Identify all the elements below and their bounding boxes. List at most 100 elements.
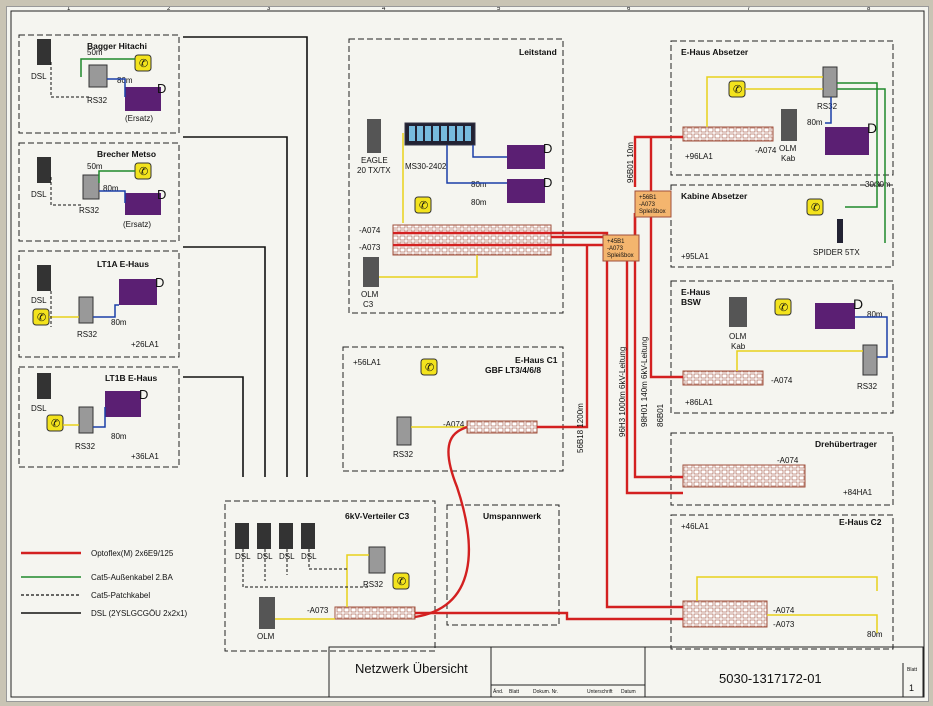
camera-icon <box>815 303 855 329</box>
svg-text:D: D <box>157 81 166 96</box>
svg-text:EAGLE: EAGLE <box>361 156 388 165</box>
dsl-modem-icon <box>301 523 315 549</box>
svg-text:80m: 80m <box>867 630 883 639</box>
dsl-trunks <box>183 36 308 477</box>
dsl-modem-icon <box>37 39 51 65</box>
svg-text:OLM: OLM <box>361 290 379 299</box>
svg-text:✆: ✆ <box>139 166 148 178</box>
svg-text:-A074: -A074 <box>771 376 793 385</box>
dsl-modem-icon <box>235 523 249 549</box>
eagle-firewall-icon <box>367 119 381 153</box>
patch-panel <box>392 224 552 256</box>
box-kabine-absetzer: Kabine Absetzer +95LA1 ✆ SPIDER 5TX <box>670 184 894 268</box>
svg-text:DSL: DSL <box>31 404 47 413</box>
dsl-modem-icon <box>37 157 51 183</box>
svg-text:+56LA1: +56LA1 <box>353 358 381 367</box>
svg-text:RS32: RS32 <box>77 330 98 339</box>
svg-text:BSW: BSW <box>681 297 702 307</box>
svg-text:+36LA1: +36LA1 <box>131 452 159 461</box>
svg-text:Cat5-Außenkabel 2.BA: Cat5-Außenkabel 2.BA <box>91 573 173 582</box>
rs32-switch-icon <box>78 296 94 324</box>
svg-text:80m: 80m <box>807 118 823 127</box>
svg-text:D: D <box>867 120 877 136</box>
box-ehaus-absetzer: E-Haus Absetzer ✆ RS32 -A074 +96LA1 OLM … <box>670 40 894 243</box>
svg-text:-A073: -A073 <box>307 606 329 615</box>
svg-text:E-Haus Absetzer: E-Haus Absetzer <box>681 47 749 57</box>
svg-text:50m: 50m <box>87 162 103 171</box>
olm-icon <box>259 597 275 629</box>
phone-icon <box>420 358 438 376</box>
svg-text:(Ersatz): (Ersatz) <box>123 220 151 229</box>
svg-text:80m: 80m <box>471 198 487 207</box>
svg-text:RS32: RS32 <box>393 450 414 459</box>
svg-text:✆: ✆ <box>425 362 434 374</box>
dsl-modem-icon <box>37 373 51 399</box>
box-drehuebertrager: Drehübertrager -A074 +84HA1 <box>670 432 894 506</box>
svg-text:96B01 10m: 96B01 10m <box>626 142 635 183</box>
svg-text:1: 1 <box>909 683 914 693</box>
phone-icon <box>392 572 410 590</box>
dsl-modem-icon <box>279 523 293 549</box>
svg-text:98H01 140m 6kV-Leitung: 98H01 140m 6kV-Leitung <box>640 337 649 427</box>
dsl-modem-icon <box>37 265 51 291</box>
svg-text:-A073: -A073 <box>359 243 381 252</box>
svg-text:+95LA1: +95LA1 <box>681 252 709 261</box>
svg-text:5: 5 <box>497 7 501 12</box>
legend: Optoflex(M) 2x6E9/125 Cat5-Außenkabel 2.… <box>21 549 188 618</box>
svg-text:RS32: RS32 <box>79 206 100 215</box>
patch-panel <box>682 464 806 488</box>
svg-text:OLM: OLM <box>257 632 275 641</box>
svg-text:D: D <box>543 175 552 190</box>
svg-text:80m: 80m <box>111 432 127 441</box>
svg-text:2: 2 <box>167 7 171 12</box>
svg-text:DSL: DSL <box>31 296 47 305</box>
dsl-modem-icon <box>257 523 271 549</box>
svg-text:✆: ✆ <box>51 418 60 430</box>
camera-icon <box>125 87 161 111</box>
svg-text:80m: 80m <box>111 318 127 327</box>
svg-text:-A073: -A073 <box>639 202 656 208</box>
svg-text:-A074: -A074 <box>773 606 795 615</box>
svg-text:Kab: Kab <box>781 154 796 163</box>
svg-text:✆: ✆ <box>733 84 742 96</box>
phone-icon <box>46 414 64 432</box>
box-lt1a: LT1A E-Haus DSL ✆ RS32 D 80m +26LA1 <box>18 250 180 358</box>
spider-switch-icon <box>837 219 843 243</box>
patch-panel <box>334 606 416 620</box>
rs32-switch-icon <box>862 344 878 376</box>
svg-text:6: 6 <box>627 7 631 12</box>
cable-labels: 96B01 10m 96H3 1000m 6kV-Leitung 98H01 1… <box>576 142 665 453</box>
camera-icon <box>125 193 161 215</box>
splice-box-56b1: +56B1 -A073 Spleißbox <box>634 190 672 218</box>
box-verteiler-c3: 6kV-Verteiler C3 DSL DSL DSL DSL RS32 ✆ … <box>224 500 436 652</box>
drawing-number: 5030-1317172-01 <box>719 671 822 686</box>
svg-text:E-Haus: E-Haus <box>681 287 711 297</box>
svg-text:80m: 80m <box>867 310 883 319</box>
svg-text:+84HA1: +84HA1 <box>843 488 873 497</box>
bagger-title: Bagger Hitachi <box>87 41 147 51</box>
svg-text:Änd.: Änd. <box>493 688 503 695</box>
svg-text:Blatt: Blatt <box>509 689 520 695</box>
svg-text:-A074: -A074 <box>359 226 381 235</box>
box-brecher-metso: Brecher Metso DSL RS32 ✆ 50m 80m D (Ersa… <box>18 142 180 242</box>
phone-icon <box>414 196 432 214</box>
svg-text:Brecher Metso: Brecher Metso <box>97 149 156 159</box>
svg-text:DSL: DSL <box>31 72 47 81</box>
svg-text:✆: ✆ <box>397 576 406 588</box>
svg-text:✆: ✆ <box>779 302 788 314</box>
box-umspannwerk: Umspannwerk <box>446 504 560 626</box>
svg-text:50m: 50m <box>87 48 103 57</box>
svg-text:-A074: -A074 <box>777 456 799 465</box>
olm-icon <box>363 257 379 287</box>
svg-text:6kV-Verteiler C3: 6kV-Verteiler C3 <box>345 511 410 521</box>
olm-icon <box>729 297 747 327</box>
rs32-switch-icon <box>396 416 412 446</box>
rs32-switch-icon <box>88 64 108 88</box>
camera-icon <box>105 391 141 417</box>
svg-text:-A073: -A073 <box>607 246 624 252</box>
svg-text:RS32: RS32 <box>363 580 384 589</box>
camera-icon <box>507 145 545 169</box>
camera-icon <box>119 279 157 305</box>
svg-text:Cat5-Patchkabel: Cat5-Patchkabel <box>91 591 150 600</box>
